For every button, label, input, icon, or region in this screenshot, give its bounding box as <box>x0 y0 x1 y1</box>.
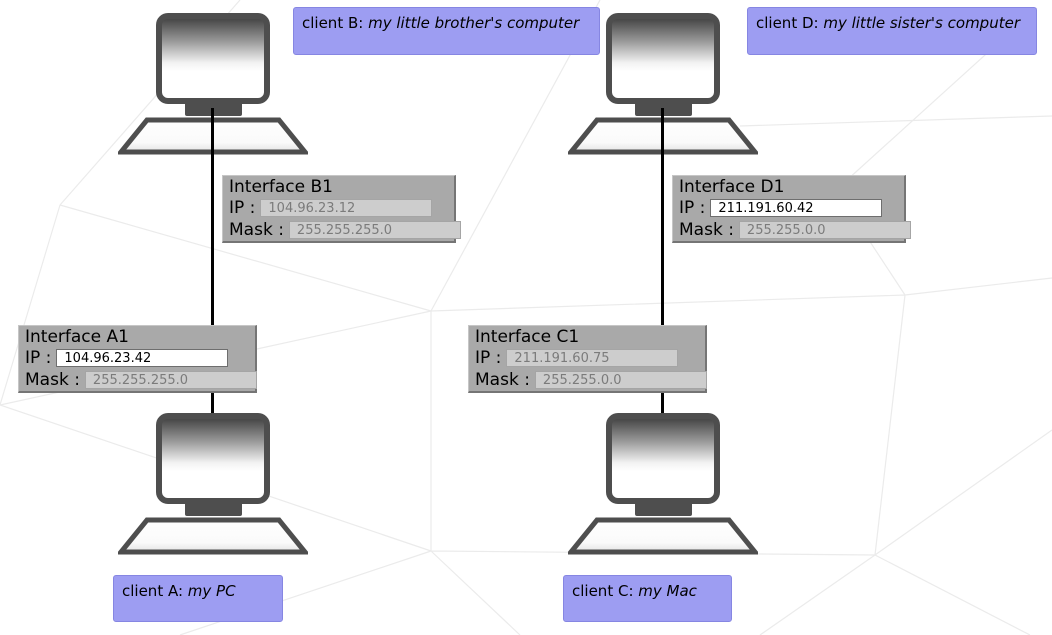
interface-title: Interface A1 <box>25 327 129 347</box>
desktop-computer-icon <box>115 413 311 555</box>
interface-panel-a1: Interface A1 IP : Mask : <box>18 325 257 393</box>
interface-panel-b1: Interface B1 IP : Mask : <box>222 175 461 243</box>
ip-input[interactable] <box>260 199 433 217</box>
computer-icon-client-a[interactable] <box>115 413 311 555</box>
mask-label: Mask : <box>229 220 284 240</box>
node-label-client-c[interactable]: client C: my Mac <box>563 575 732 622</box>
mask-row: Mask : <box>229 220 461 240</box>
ip-input[interactable] <box>506 349 679 367</box>
desktop-computer-icon <box>115 13 311 155</box>
ip-input[interactable] <box>710 199 883 217</box>
mask-input[interactable] <box>738 221 911 239</box>
mask-input[interactable] <box>84 371 257 389</box>
mask-row: Mask : <box>25 370 257 390</box>
ethernet-cable-icon[interactable] <box>211 108 214 413</box>
interface-title: Interface C1 <box>475 327 580 347</box>
computer-icon-client-c[interactable] <box>565 413 761 555</box>
node-label-client-a[interactable]: client A: my PC <box>113 575 283 622</box>
ip-label: IP : <box>25 348 52 368</box>
mask-label: Mask : <box>679 220 734 240</box>
label-hostname: my little brother's computer <box>368 14 580 32</box>
label-hostname: my PC <box>187 582 236 600</box>
ip-input[interactable] <box>56 349 229 367</box>
mask-input[interactable] <box>534 371 707 389</box>
mask-input[interactable] <box>288 221 461 239</box>
desktop-computer-icon <box>565 413 761 555</box>
interface-panel-d1: Interface D1 IP : Mask : <box>672 175 911 243</box>
node-label-client-d[interactable]: client D: my little sister's computer <box>747 7 1037 55</box>
interface-title: Interface B1 <box>229 177 333 197</box>
label-prefix: client A: <box>122 582 188 600</box>
ip-row: IP : <box>229 198 454 218</box>
ip-row: IP : <box>475 348 705 368</box>
mask-row: Mask : <box>475 370 707 390</box>
ip-label: IP : <box>475 348 502 368</box>
ethernet-cable-icon[interactable] <box>661 108 664 413</box>
ip-row: IP : <box>679 198 904 218</box>
interface-panel-c1: Interface C1 IP : Mask : <box>468 325 707 393</box>
label-prefix: client C: <box>572 582 639 600</box>
label-prefix: client D: <box>756 14 824 32</box>
mask-row: Mask : <box>679 220 911 240</box>
ip-label: IP : <box>229 198 256 218</box>
computer-icon-client-b[interactable] <box>115 13 311 155</box>
label-hostname: my little sister's computer <box>823 14 1020 32</box>
label-prefix: client B: <box>302 14 369 32</box>
node-label-client-b[interactable]: client B: my little brother's computer <box>293 7 600 55</box>
ip-label: IP : <box>679 198 706 218</box>
mask-label: Mask : <box>475 370 530 390</box>
ip-row: IP : <box>25 348 255 368</box>
mask-label: Mask : <box>25 370 80 390</box>
label-hostname: my Mac <box>638 582 697 600</box>
interface-title: Interface D1 <box>679 177 785 197</box>
